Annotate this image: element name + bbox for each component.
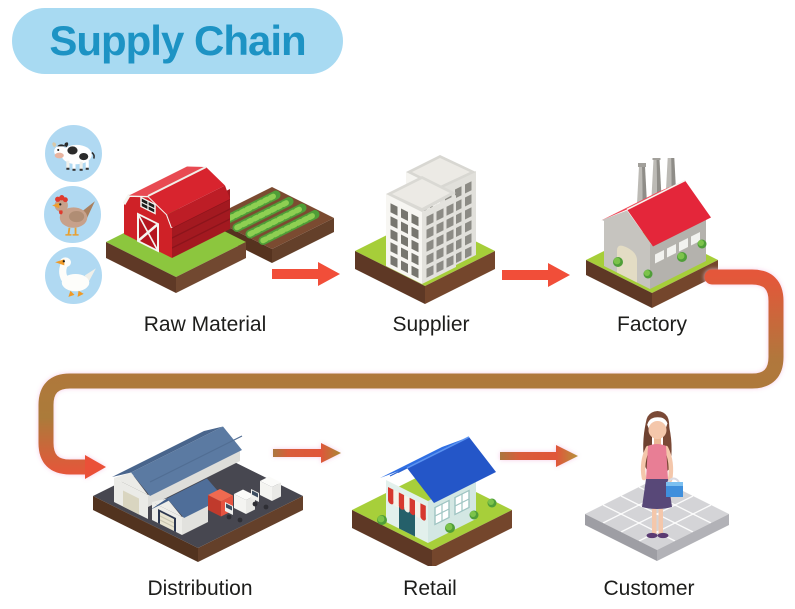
stage-label-raw-material: Raw Material (143, 313, 267, 336)
stage-label-factory: Factory (616, 313, 688, 336)
arrow-raw-material-to-supplier (272, 262, 340, 286)
cow-badge (45, 125, 102, 182)
customer-illustration (585, 411, 729, 561)
arrow-supplier-to-factory (502, 263, 570, 287)
arrow-retail-to-customer (500, 445, 578, 467)
stage-label-retail: Retail (403, 577, 457, 600)
duck-badge (45, 247, 102, 304)
diagram-title: Supply Chain (49, 17, 306, 64)
arrow-distribution-to-retail (273, 443, 341, 463)
stage-label-distribution: Distribution (147, 577, 253, 600)
cow-icon (52, 142, 95, 171)
raw-material-illustration (106, 166, 334, 293)
distribution-illustration (93, 426, 303, 562)
supplier-illustration (355, 155, 495, 304)
chicken-icon (52, 195, 95, 236)
stage-label-customer: Customer (603, 577, 695, 600)
retail-illustration (352, 436, 512, 566)
diagram-title-pill: Supply Chain (12, 8, 343, 74)
truck-icon (251, 476, 281, 510)
factory-illustration (586, 158, 718, 308)
truck-icon (225, 489, 255, 523)
stage-label-supplier: Supplier (392, 313, 470, 336)
chicken-badge (44, 186, 101, 243)
duck-icon (55, 257, 96, 297)
